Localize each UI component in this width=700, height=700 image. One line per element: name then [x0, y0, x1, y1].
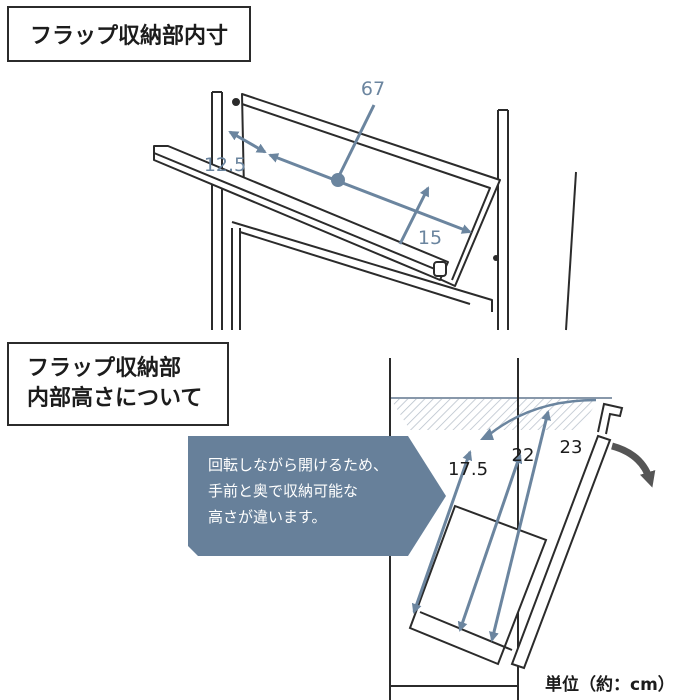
callout-banner — [188, 436, 446, 556]
depth-arrow — [228, 130, 267, 154]
callout-text: 回転しながら開けるため、 手前と奥で収納可能な 高さが違います。 — [208, 452, 423, 530]
top-dimension-arrows — [228, 104, 472, 245]
height-arrow — [398, 186, 430, 245]
callout-line: 手前と奥で収納可能な — [208, 482, 359, 500]
section-title-line1: フラップ収納部 — [27, 356, 182, 381]
dim-depth-label: 12.5 — [204, 154, 246, 176]
callout-line: 高さが違います。 — [208, 508, 327, 526]
dim-height-label: 15 — [418, 227, 442, 249]
opening-direction-arrow — [610, 442, 656, 488]
width-arrow — [268, 153, 472, 234]
back-height-label: 23 — [560, 437, 583, 458]
section-title-line2: 内部高さについて — [27, 386, 203, 411]
width-leader — [336, 104, 376, 179]
middle-height-label: 22 — [512, 445, 535, 466]
cabinet-illustration — [153, 91, 577, 331]
section-title-internal-height: フラップ収納部 内部高さについて — [7, 342, 229, 426]
dim-width-label: 67 — [361, 78, 385, 100]
section-title-internal-dimensions: フラップ収納部内寸 — [7, 6, 251, 62]
back-height-arrow — [489, 410, 551, 642]
callout-line: 回転しながら開けるため、 — [208, 456, 389, 474]
front-height-label: 17.5 — [448, 459, 488, 480]
width-leader-dot — [331, 173, 345, 187]
height-arrows — [411, 410, 551, 642]
unit-label: 単位（約：cm） — [545, 675, 675, 695]
